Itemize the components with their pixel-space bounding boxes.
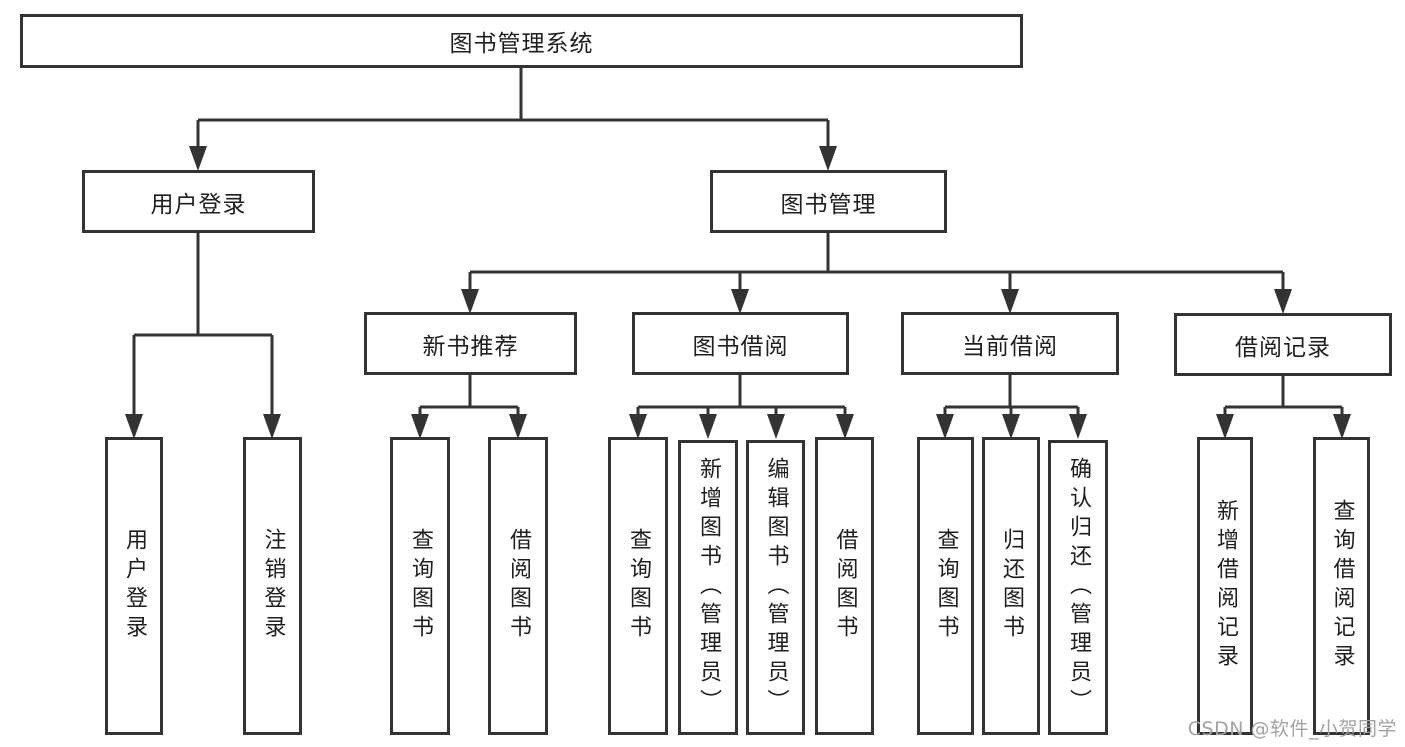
connector-bookmgmt-to-level3	[468, 233, 1285, 310]
node-user-login: 用户登录	[82, 170, 315, 233]
leaf-current-query-books: 查询图书	[917, 437, 974, 735]
leaf-user-login: 用户登录	[105, 437, 163, 735]
leaf-borrow-add-books-admin: 新增图书（管理员）	[678, 440, 738, 735]
leaf-newbook-query-books: 查询图书	[390, 437, 450, 735]
connector-root-to-level2	[196, 68, 830, 167]
leaf-newbook-borrow-books-label: 借阅图书	[506, 528, 531, 644]
node-root-label: 图书管理系统	[449, 31, 594, 57]
connector-borrowrecord-to-leaves	[1223, 376, 1344, 434]
leaf-borrow-edit-books-admin: 编辑图书（管理员）	[746, 440, 805, 735]
leaf-newbook-query-books-label: 查询图书	[408, 528, 433, 644]
node-new-book-recommend: 新书推荐	[364, 312, 577, 375]
leaf-user-login-label: 用户登录	[122, 528, 147, 644]
node-borrow-record: 借阅记录	[1174, 313, 1392, 376]
leaf-current-confirm-return-admin: 确认归还（管理员）	[1048, 440, 1108, 735]
leaf-current-query-books-label: 查询图书	[933, 528, 959, 644]
leaf-current-return-books: 归还图书	[982, 437, 1040, 735]
leaf-borrow-query-books: 查询图书	[608, 437, 668, 735]
leaf-record-add-borrow-record: 新增借阅记录	[1197, 437, 1253, 735]
leaf-current-confirm-return-admin-label: 确认归还（管理员）	[1066, 457, 1091, 718]
leaf-logout: 注销登录	[243, 437, 302, 735]
node-root: 图书管理系统	[20, 14, 1023, 68]
node-current-borrow-label: 当前借阅	[962, 333, 1058, 360]
node-new-book-recommend-label: 新书推荐	[422, 333, 519, 360]
leaf-current-return-books-label: 归还图书	[999, 528, 1024, 644]
node-borrow-record-label: 借阅记录	[1235, 334, 1331, 361]
node-book-management: 图书管理	[710, 170, 947, 233]
leaf-logout-label: 注销登录	[260, 528, 286, 644]
leaf-record-query-borrow-record: 查询借阅记录	[1313, 437, 1370, 735]
leaf-borrow-borrow-books: 借阅图书	[815, 437, 874, 735]
connector-userlogin-to-leaves	[132, 233, 274, 434]
leaf-record-query-borrow-record-label: 查询借阅记录	[1329, 499, 1355, 673]
node-user-login-label: 用户登录	[150, 191, 247, 218]
leaf-record-add-borrow-record-label: 新增借阅记录	[1213, 499, 1238, 673]
leaf-borrow-edit-books-admin-label: 编辑图书（管理员）	[763, 457, 789, 718]
connector-newbookrec-to-leaves	[418, 375, 520, 434]
node-current-borrow: 当前借阅	[901, 312, 1119, 375]
leaf-borrow-add-books-admin-label: 新增图书（管理员）	[696, 457, 721, 718]
arrowheads	[125, 146, 1351, 439]
csdn-watermark: CSDN @软件_小贺同学	[1187, 718, 1397, 740]
node-book-management-label: 图书管理	[780, 191, 877, 218]
leaf-borrow-query-books-label: 查询图书	[626, 528, 651, 644]
node-book-borrow-label: 图书借阅	[692, 333, 789, 360]
connector-bookborrow-to-leaves	[636, 375, 847, 434]
leaf-borrow-borrow-books-label: 借阅图书	[832, 528, 858, 644]
leaf-newbook-borrow-books: 借阅图书	[488, 437, 548, 735]
connector-lines	[132, 68, 1344, 434]
node-book-borrow: 图书借阅	[632, 312, 849, 375]
